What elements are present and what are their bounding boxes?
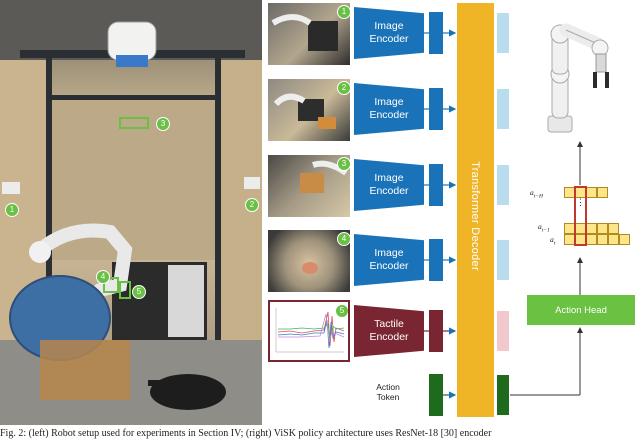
current-action-column <box>574 186 587 246</box>
action-label-a-top: a <box>530 188 534 197</box>
image-encoder-3-label: Image Encoder <box>369 171 409 197</box>
image-token-1 <box>429 12 443 54</box>
action-cell <box>619 234 630 245</box>
output-token-2 <box>497 89 509 129</box>
image-encoder-3: Image Encoder <box>354 159 424 211</box>
action-label-sub-bot: t <box>553 240 556 247</box>
photo-badge-1: 1 <box>5 203 19 217</box>
action-cell <box>608 223 619 234</box>
thumbnail-1-scene <box>271 14 338 51</box>
action-cell <box>608 234 619 245</box>
action-cell <box>597 187 608 198</box>
tactile-encoder: Tactile Encoder <box>354 305 424 357</box>
action-cell <box>597 223 608 234</box>
action-label-sub-mid: t−1 <box>541 227 550 234</box>
action-label-a-mid: a <box>538 222 542 231</box>
action-label-a-bot: a <box>550 235 554 244</box>
transformer-decoder-label: Transformer Decoder <box>469 161 481 271</box>
action-label-t-minus-H: at−H <box>530 188 543 200</box>
output-token-4 <box>497 240 509 280</box>
output-token-tactile <box>497 311 509 351</box>
thumbnail-3-scene <box>300 160 348 193</box>
image-encoder-1: Image Encoder <box>354 7 424 59</box>
transformer-decoder <box>457 3 494 417</box>
photo-badge-4: 4 <box>96 270 110 284</box>
tactile-signal-lines <box>275 308 345 353</box>
image-token-2 <box>429 88 443 130</box>
action-token-label: Action Token <box>376 382 400 402</box>
photo-badge-3: 3 <box>156 117 170 131</box>
robot-arm-illustration <box>547 23 609 133</box>
action-cell <box>586 223 597 234</box>
action-cell <box>586 187 597 198</box>
output-token-3 <box>497 165 509 205</box>
image-token-4 <box>429 239 443 281</box>
thumbnail-badge-3: 3 <box>337 157 350 171</box>
action-label-t-minus-1: at−1 <box>538 222 550 234</box>
tactile-signal-plot: 5 <box>268 300 350 362</box>
tactile-encoder-label: Tactile Encoder <box>369 317 409 343</box>
thumbnail-badge-1: 1 <box>337 5 350 19</box>
image-encoder-1-label: Image Encoder <box>369 19 409 45</box>
image-encoder-4: Image Encoder <box>354 234 424 286</box>
action-token-bar <box>429 374 443 416</box>
action-label-t: at <box>550 235 555 247</box>
camera-thumbnail-3: 3 <box>268 155 350 217</box>
output-token-action <box>497 375 509 415</box>
camera-thumbnail-4: 4 <box>268 230 350 292</box>
action-ellipsis: ⋮ <box>576 197 585 207</box>
action-cell <box>586 234 597 245</box>
image-encoder-4-label: Image Encoder <box>369 246 409 272</box>
thumbnail-badge-5: 5 <box>335 304 348 318</box>
action-head-label: Action Head <box>555 304 607 316</box>
photo-badge-2: 2 <box>245 198 259 212</box>
output-token-1 <box>497 13 509 53</box>
thumbnail-2-scene <box>273 93 336 129</box>
thumbnail-badge-4: 4 <box>337 232 350 246</box>
robot-setup-illustration <box>0 0 262 425</box>
action-label-sub-top: t−H <box>533 193 543 200</box>
tactile-token <box>429 310 443 352</box>
thumbnail-badge-2: 2 <box>337 81 350 95</box>
image-token-3 <box>429 164 443 206</box>
image-encoder-2: Image Encoder <box>354 83 424 135</box>
thumbnail-4-scene <box>302 262 318 274</box>
camera-thumbnail-2: 2 <box>268 79 350 141</box>
figure-caption: Fig. 2: (left) Robot setup used for expe… <box>0 428 492 439</box>
action-head: Action Head <box>527 295 635 325</box>
action-cell <box>597 234 608 245</box>
image-encoder-2-label: Image Encoder <box>369 95 409 121</box>
robot-setup-photo: 1 2 3 4 5 <box>0 0 262 425</box>
camera-thumbnail-1: 1 <box>268 3 350 65</box>
photo-badge-5: 5 <box>132 285 146 299</box>
